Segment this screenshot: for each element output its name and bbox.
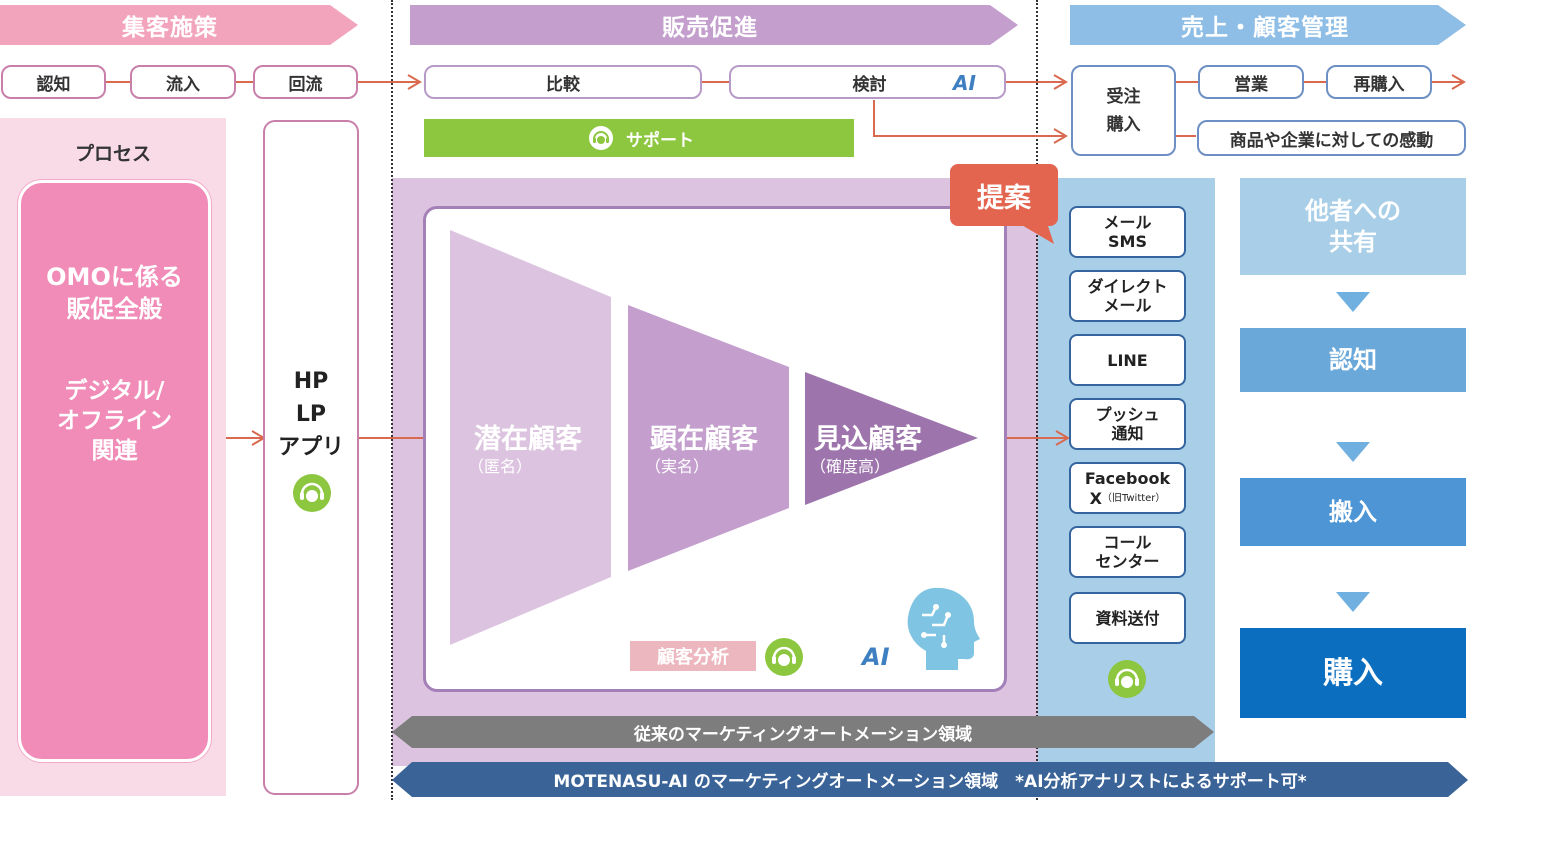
channel-facebook-x: Facebook X （旧Twitter） <box>1069 462 1186 514</box>
phase1-banner-shape <box>0 5 358 45</box>
stage-ryunyu: 流入 <box>130 65 236 99</box>
motenasu-ma-label: MOTENASU-AI のマーケティングオートメーション領域 *AI分析アナリス… <box>553 772 1307 792</box>
funnel-stage-2-shape <box>628 305 789 571</box>
phase2-title: 販売促進 <box>662 15 758 41</box>
proposal-callout-shape <box>950 164 1058 244</box>
headset-icon <box>293 474 331 512</box>
stage-kando: 商品や企業に対しての感動 <box>1197 120 1466 156</box>
motenasu-bar-shape <box>392 762 1468 797</box>
konyu-box: 購入 <box>1240 628 1466 718</box>
phase-banner-shapes <box>0 5 1466 45</box>
bottom-bar-shapes <box>392 716 1468 797</box>
channel-x-label: X <box>1089 488 1102 508</box>
funnel-stage-1-label: 潜在顧客 <box>474 424 582 455</box>
funnel-stage-1-sub: （匿名） <box>468 457 533 476</box>
channel-document: 資料送付 <box>1069 592 1186 644</box>
funnel-stage-1-shape <box>450 230 611 645</box>
stage-hikaku: 比較 <box>424 65 702 99</box>
channel-line: LINE <box>1069 334 1186 386</box>
proposal-label: 提案 <box>977 182 1031 214</box>
funnel-stage-3-sub: （確度高） <box>810 457 891 476</box>
phase1-title: 集客施策 <box>122 15 218 41</box>
stage-eigyo: 営業 <box>1198 65 1304 99</box>
channel-mail-sms: メール SMS <box>1069 206 1186 258</box>
ai-label-analysis: AI <box>862 643 890 671</box>
channel-push: プッシュ 通知 <box>1069 398 1186 450</box>
share-box: 他者への 共有 <box>1240 178 1466 275</box>
channel-call-center: コール センター <box>1069 526 1186 578</box>
hp-lp-app-label: HP LP アプリ <box>277 369 344 460</box>
support-bar: サポート <box>424 119 854 157</box>
channel-x-note: （旧Twitter） <box>1101 492 1166 504</box>
funnel-stage-2-label: 顕在顧客 <box>650 424 758 455</box>
headset-icon <box>765 638 803 676</box>
support-label: サポート <box>626 131 694 151</box>
ninchi-box: 認知 <box>1240 328 1466 392</box>
funnel-stage-3-label: 見込顧客 <box>814 424 922 455</box>
funnel-stage-3-shape <box>805 372 978 505</box>
funnel-stage-2-sub: （実名） <box>645 457 710 476</box>
down-arrow-icon <box>1336 592 1370 612</box>
process-title: プロセス <box>74 142 151 165</box>
traditional-ma-label: 従来のマーケティングオートメーション領域 <box>633 724 973 745</box>
ai-badge: AI <box>953 71 976 95</box>
ai-head-icon <box>907 587 980 670</box>
phase2-banner-shape <box>410 5 1018 45</box>
divider-left <box>391 0 393 800</box>
down-arrow-icon <box>1336 292 1370 312</box>
traditional-bar-shape <box>392 716 1214 748</box>
process-digital-text: デジタル/ オフライン 関連 <box>57 378 172 464</box>
stage-juchu-konyu: 受注 購入 <box>1071 65 1176 156</box>
channel-x-row: X （旧Twitter） <box>1071 488 1184 508</box>
stage-kairyu: 回流 <box>253 65 358 99</box>
stage-saikonyu: 再購入 <box>1326 65 1432 99</box>
phase3-banner-shape <box>1070 5 1466 45</box>
channel-facebook-label: Facebook <box>1084 468 1171 488</box>
hp-lp-app-box: HP LP アプリ <box>263 120 359 795</box>
headset-icon <box>1108 660 1146 698</box>
divider-right <box>1036 0 1038 800</box>
headset-icon <box>589 126 613 150</box>
stage-ninchi: 認知 <box>1 65 106 99</box>
process-omo-text: OMOに係る 販促全般 <box>46 263 183 323</box>
channel-direct-mail: ダイレクト メール <box>1069 270 1186 322</box>
phase3-title: 売上・顧客管理 <box>1181 15 1349 41</box>
stage-kento-label: 検討 <box>852 74 887 95</box>
hannyu-box: 搬入 <box>1240 478 1466 546</box>
down-arrow-icon <box>1336 442 1370 462</box>
stage-kento: 検討 AI <box>729 65 1006 99</box>
customer-analysis-label: 顧客分析 <box>630 641 756 671</box>
process-box: OMOに係る 販促全般 デジタル/ オフライン 関連 <box>18 180 211 762</box>
